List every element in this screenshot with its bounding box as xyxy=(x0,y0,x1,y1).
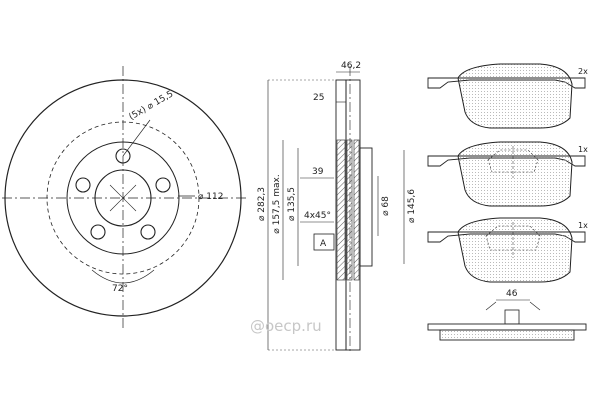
pad-quantity-label: 2x xyxy=(578,67,588,76)
pad-quantity-label: 1x xyxy=(578,221,588,230)
hat-section-hatch xyxy=(336,139,346,281)
bore-crosshair xyxy=(109,184,137,212)
disc-section-view xyxy=(267,66,405,354)
bolt-hole xyxy=(90,224,106,240)
hat-outer-circle xyxy=(66,141,180,255)
backing-plate xyxy=(427,323,587,331)
pad-side-view xyxy=(427,299,587,341)
wear-sensor-tab xyxy=(504,309,520,325)
hat-diameter-label: ⌀ 145,6 xyxy=(407,189,417,223)
inner-diameter-label: ⌀ 135,5 xyxy=(287,187,297,221)
center-bore-circle xyxy=(94,169,152,227)
outer-diameter-label: ⌀ 282,3 xyxy=(257,187,267,221)
center-diameter-label: ⌀ 68 xyxy=(381,196,391,216)
datum-marker-label: A xyxy=(320,239,327,249)
pad-spacing-label: 46 xyxy=(506,289,518,299)
max-diameter-label: ⌀ 157,5 max. xyxy=(272,174,282,233)
pad-quantity-label: 1x xyxy=(578,145,588,154)
hat-offset-label: 25 xyxy=(313,93,324,103)
datum-box xyxy=(313,233,335,251)
bolt-hole xyxy=(140,224,156,240)
hub-profile xyxy=(359,147,373,267)
brake-pad-1 xyxy=(427,63,586,129)
brake-pad-3 xyxy=(427,217,586,283)
bolt-hole-label: (5x) ⌀ 15,5 xyxy=(128,89,176,122)
rotor-section-hatch xyxy=(353,139,360,281)
watermark-text: @oecp.ru xyxy=(250,317,322,335)
chamfer-label: 4x45° xyxy=(304,211,331,221)
angle-arc xyxy=(91,269,155,284)
bolt-hole xyxy=(75,177,91,193)
disc-outer-circle xyxy=(4,79,242,317)
hub-diameter-label: ⌀ 112 xyxy=(198,192,223,202)
disc-front-view xyxy=(2,66,246,330)
angle-label: 72° xyxy=(112,284,128,294)
brake-pad-2 xyxy=(427,141,586,207)
hat-height-label: 39 xyxy=(312,167,324,177)
friction-ring-inner-circle xyxy=(46,121,200,275)
friction-material xyxy=(439,329,575,341)
bolt-hole xyxy=(155,177,171,193)
bolt-hole xyxy=(115,148,131,164)
rotor-section-hatch xyxy=(346,139,353,281)
leader-line xyxy=(122,119,151,157)
section-width-label: 46,2 xyxy=(341,61,361,71)
